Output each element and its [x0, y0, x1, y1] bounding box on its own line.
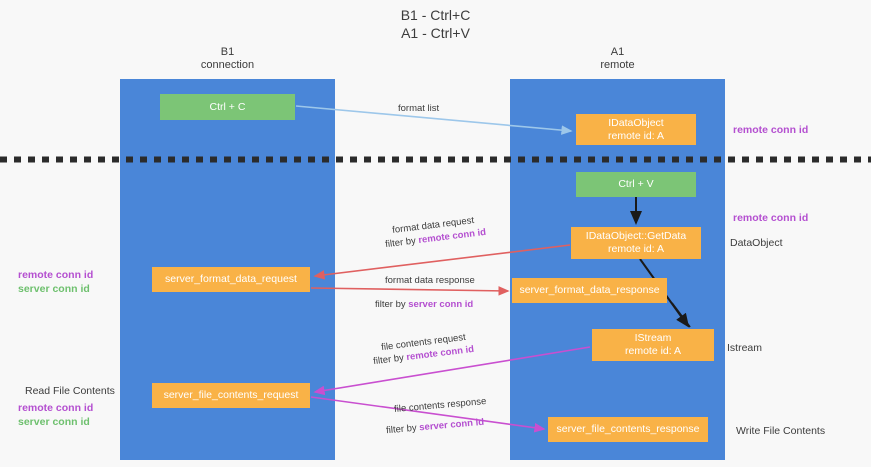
box-idataobject-subtitle: remote id: A — [607, 129, 665, 142]
box-server-file-contents-response-label: server_file_contents_response — [556, 423, 700, 435]
box-server-file-contents-request[interactable]: server_file_contents_request — [152, 383, 310, 408]
box-server-format-data-response[interactable]: server_format_data_response — [512, 278, 667, 303]
lane-b1-below-divider — [120, 160, 335, 460]
edge-label-format-data-response: format data response — [385, 274, 475, 287]
edge-label-format-list-text: format list — [398, 103, 440, 114]
column-a1-role: remote — [600, 59, 635, 71]
edge-label-file-contents-response-text: file contents response — [393, 395, 487, 416]
edge-filter-prefix-4: filter by — [385, 422, 420, 437]
edge-label-file-contents-response: file contents response — [394, 395, 487, 416]
diagram-title: B1 - Ctrl+C A1 - Ctrl+V — [0, 6, 871, 42]
edge-filter-key-server-conn-id-2: server conn id — [418, 416, 485, 434]
side-label-write-file-contents: Write File Contents — [736, 425, 826, 437]
box-idataobject[interactable]: IDataObject remote id: A — [576, 114, 696, 145]
edge-filter-file-contents-response: filter by server conn id — [386, 416, 485, 438]
box-server-format-data-response-label: server_format_data_response — [519, 284, 660, 296]
box-istream[interactable]: IStream remote id: A — [592, 329, 714, 361]
box-idataobject-title: IDataObject — [608, 116, 664, 129]
side-label-remote-conn-id-mid: remote conn id — [733, 212, 809, 224]
box-ctrl-c-label: Ctrl + C — [209, 100, 246, 113]
legend-remote-conn-id-1: remote conn id — [18, 269, 94, 281]
legend-left-upper: remote conn id server conn id — [18, 268, 93, 296]
side-label-dataobject: DataObject — [730, 237, 783, 249]
title-line-1: B1 - Ctrl+C — [400, 7, 471, 23]
box-ctrl-c[interactable]: Ctrl + C — [160, 94, 295, 120]
column-b1-role: connection — [200, 59, 255, 71]
box-idataobject-getdata[interactable]: IDataObject::GetData remote id: A — [571, 227, 701, 259]
edge-filter-format-data-response: filter by server conn id — [375, 298, 473, 311]
edge-filter-prefix-3: filter by — [372, 352, 408, 368]
legend-server-conn-id-2: server conn id — [18, 416, 90, 428]
arrow-format-data-response — [310, 286, 510, 296]
column-header-b1: B1 connection — [120, 46, 335, 72]
legend-left-lower: remote conn id server conn id — [18, 401, 93, 429]
side-label-istream: Istream — [727, 342, 763, 354]
box-getdata-title: IDataObject::GetData — [585, 230, 687, 242]
column-a1-name: A1 — [610, 46, 625, 58]
box-server-format-data-request[interactable]: server_format_data_request — [152, 267, 310, 292]
box-ctrl-v-label: Ctrl + V — [618, 178, 654, 190]
edge-label-format-data-response-text: format data response — [385, 275, 475, 286]
edge-filter-prefix-1: filter by — [384, 235, 420, 251]
box-server-file-contents-request-label: server_file_contents_request — [163, 389, 299, 401]
box-getdata-subtitle: remote id: A — [607, 243, 665, 255]
lane-a1-below-divider — [510, 160, 725, 460]
edge-label-format-list: format list — [398, 102, 439, 115]
box-ctrl-v[interactable]: Ctrl + V — [576, 172, 696, 197]
legend-server-conn-id-1: server conn id — [18, 283, 90, 295]
side-label-read-file-contents: Read File Contents — [25, 385, 115, 397]
box-istream-title: IStream — [634, 332, 672, 344]
edge-filter-prefix-2: filter by — [375, 299, 409, 310]
column-b1-name: B1 — [220, 46, 235, 58]
column-header-a1: A1 remote — [510, 46, 725, 72]
box-server-format-data-request-label: server_format_data_request — [165, 273, 297, 285]
legend-remote-conn-id-2: remote conn id — [18, 402, 94, 414]
side-label-remote-conn-id-top: remote conn id — [733, 124, 809, 136]
box-server-file-contents-response[interactable]: server_file_contents_response — [548, 417, 708, 442]
title-line-2: A1 - Ctrl+V — [401, 25, 470, 41]
box-istream-subtitle: remote id: A — [624, 345, 682, 357]
edge-filter-key-server-conn-id-1: server conn id — [408, 299, 474, 310]
